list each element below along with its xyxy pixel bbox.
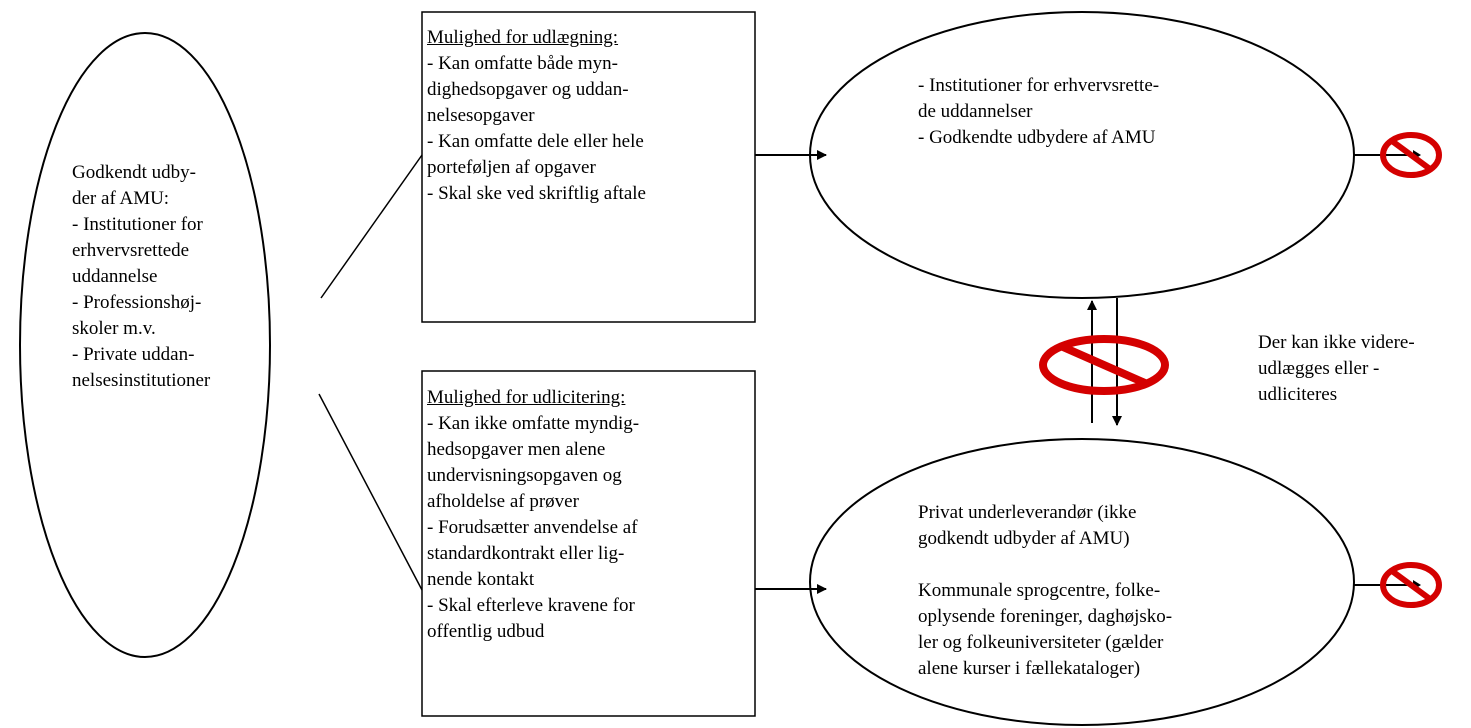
text-line: udliciteres (1258, 384, 1338, 405)
bottom-right-oval-shape (809, 438, 1355, 726)
box-heading: Mulighed for udlægning: (427, 27, 619, 48)
prohibition-icon (1039, 335, 1169, 395)
text-line: - Godkendte udbydere af AMU (918, 127, 1156, 148)
text-line: nelsesopgaver (427, 105, 535, 126)
box-heading: Mulighed for udlicitering: (427, 387, 626, 408)
connector-left-to-udlaegning (320, 154, 423, 299)
text-line (918, 552, 1172, 578)
text-line: der af AMU: (72, 188, 170, 209)
text-line: dighedsopgaver og uddan- (427, 79, 629, 100)
text-line: godkendt udbyder af AMU) (918, 528, 1130, 549)
text-line: - Professionshøj- (72, 292, 202, 313)
text-line: Der kan ikke videre- (1258, 332, 1415, 353)
prohibition-icon (1380, 562, 1442, 608)
side-note: Der kan ikke videre- udlægges eller - ud… (1258, 330, 1415, 408)
top-right-oval-shape (809, 11, 1355, 299)
text-line: Kommunale sprogcentre, folke- (918, 580, 1161, 601)
top-right-oval-text: - Institutioner for erhvervsrette- de ud… (918, 73, 1159, 151)
text-line: - Institutioner for (72, 214, 203, 235)
text-line: offentlig udbud (427, 621, 545, 642)
text-line: porteføljen af opgaver (427, 157, 596, 178)
box-udlaegning-text: Mulighed for udlægning: - Kan omfatte bå… (427, 25, 646, 207)
text-line: - Institutioner for erhvervsrette- (918, 75, 1160, 96)
text-line: - Kan omfatte dele eller hele (427, 131, 644, 152)
box-udlaegning-shape (421, 11, 756, 323)
text-line: - Skal efterleve kravene for (427, 595, 635, 616)
text-line: oplysende foreninger, daghøjsko- (918, 606, 1173, 627)
text-line: erhvervsrettede (72, 240, 190, 261)
left-oval-text: Godkendt udby- der af AMU: - Institution… (72, 160, 210, 394)
bottom-right-oval-text: Privat underleverandør (ikke godkendt ud… (918, 500, 1172, 682)
text-line: Godkendt udby- (72, 162, 197, 183)
text-line: nelsesinstitutioner (72, 370, 211, 391)
text-line: alene kurser i fællekataloger) (918, 658, 1141, 679)
text-line: standardkontrakt eller lig- (427, 543, 625, 564)
prohibition-icon (1380, 132, 1442, 178)
text-line: skoler m.v. (72, 318, 156, 339)
text-line: - Kan ikke omfatte myndig- (427, 413, 640, 434)
text-line: - Private uddan- (72, 344, 195, 365)
text-line: - Skal ske ved skriftlig aftale (427, 183, 646, 204)
text-line: nende kontakt (427, 569, 535, 590)
text-line: uddannelse (72, 266, 158, 287)
text-line: de uddannelser (918, 101, 1033, 122)
text-line: ler og folkeuniversiteter (gælder (918, 632, 1164, 653)
text-line: - Forudsætter anvendelse af (427, 517, 638, 538)
connector-left-to-udlicitering (318, 393, 423, 591)
text-line: hedsopgaver men alene (427, 439, 606, 460)
text-line: undervisningsopgaven og (427, 465, 622, 486)
left-oval-shape (19, 32, 271, 658)
box-udlicitering-text: Mulighed for udlicitering: - Kan ikke om… (427, 385, 639, 645)
box-udlicitering-shape (421, 370, 756, 717)
text-line: - Kan omfatte både myn- (427, 53, 618, 74)
text-line: afholdelse af prøver (427, 491, 579, 512)
text-line: Privat underleverandør (ikke (918, 502, 1137, 523)
text-line: udlægges eller - (1258, 358, 1380, 379)
